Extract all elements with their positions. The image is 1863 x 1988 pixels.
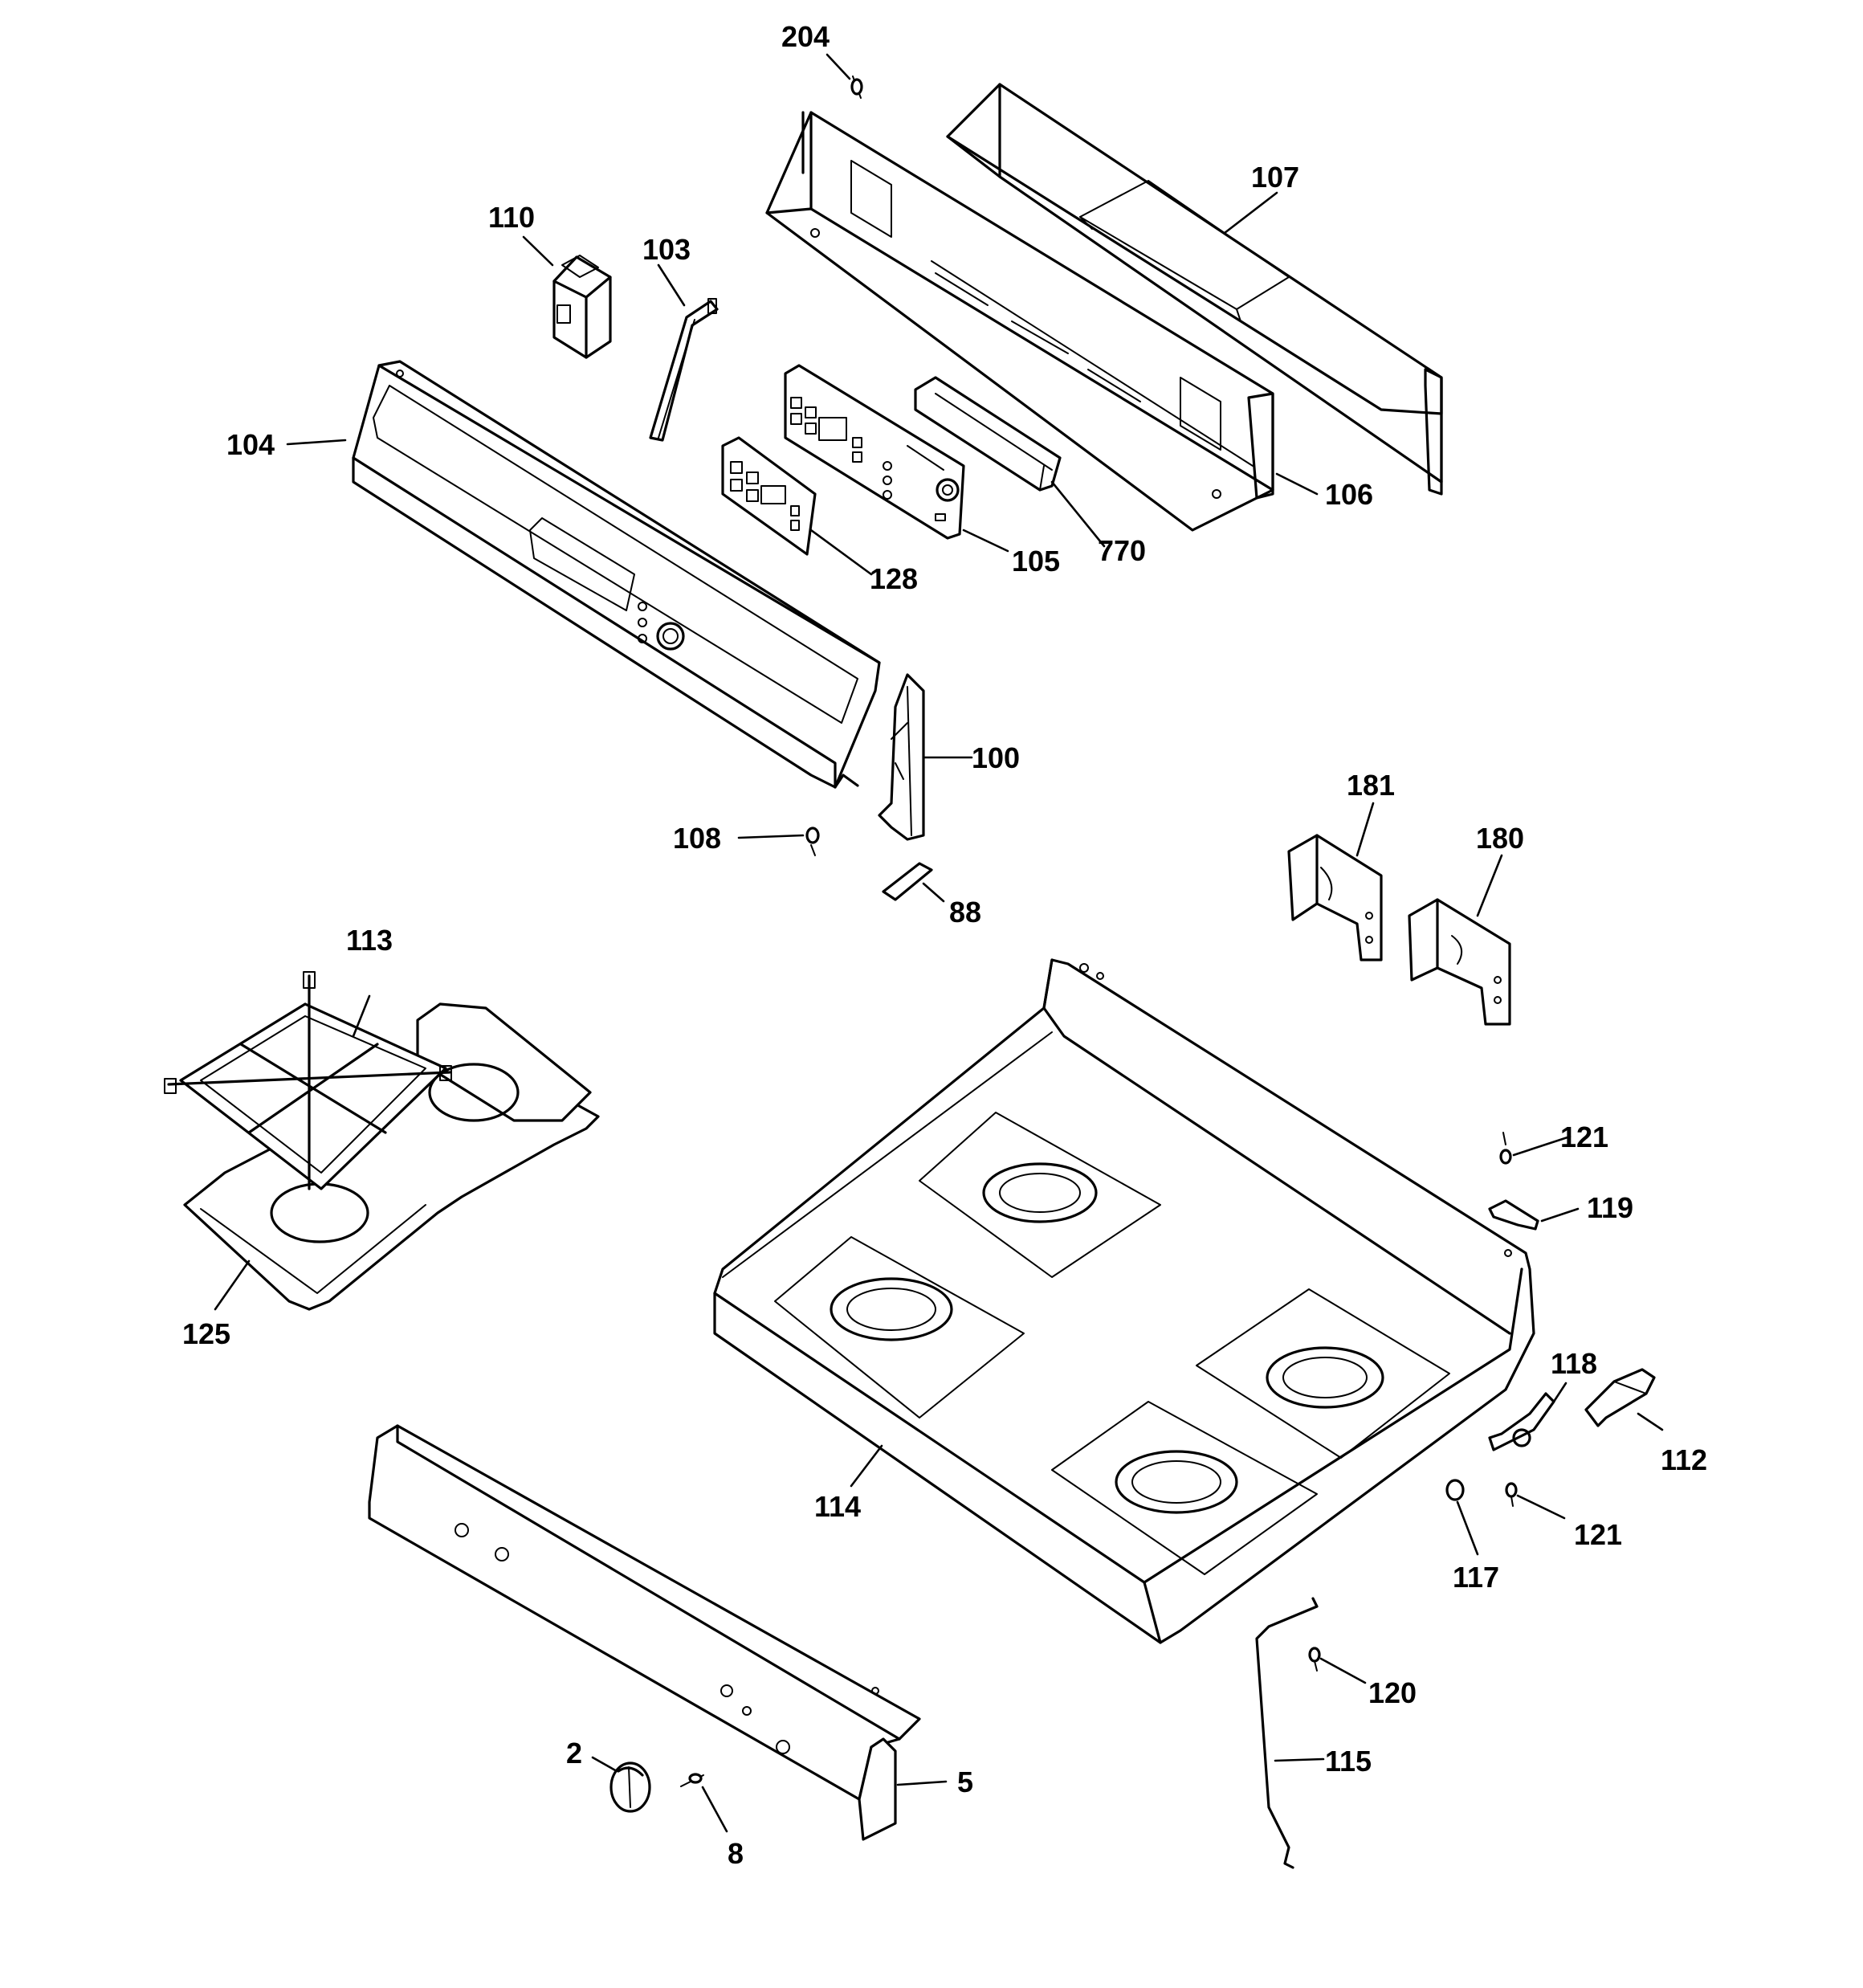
label-119: 119 bbox=[1587, 1191, 1633, 1224]
part-115-support-rod bbox=[1255, 1597, 1319, 1869]
label-104: 104 bbox=[226, 428, 275, 461]
label-112: 112 bbox=[1661, 1443, 1707, 1476]
part-108-screw bbox=[805, 827, 820, 856]
part-100-side-bracket bbox=[878, 673, 925, 841]
label-106: 106 bbox=[1325, 478, 1373, 511]
part-121-screw-top bbox=[1499, 1132, 1512, 1165]
part-114-cooktop bbox=[713, 958, 1535, 1644]
label-2: 2 bbox=[566, 1737, 582, 1770]
part-120-screw bbox=[1308, 1647, 1321, 1672]
part-112-hinge bbox=[1584, 1368, 1656, 1427]
part-119-hinge bbox=[1488, 1199, 1539, 1231]
label-180: 180 bbox=[1476, 822, 1524, 855]
part-110-transformer bbox=[552, 255, 612, 359]
label-8: 8 bbox=[728, 1837, 744, 1870]
label-113: 113 bbox=[346, 924, 393, 957]
label-204: 204 bbox=[781, 20, 830, 53]
label-117: 117 bbox=[1453, 1561, 1499, 1594]
part-107-rear-trim bbox=[946, 83, 1443, 496]
label-108: 108 bbox=[673, 822, 721, 855]
part-103-bracket bbox=[649, 298, 719, 442]
leader-lines bbox=[214, 53, 1664, 1833]
label-121-bottom: 121 bbox=[1574, 1518, 1622, 1551]
part-104-control-panel bbox=[352, 360, 881, 789]
label-105: 105 bbox=[1012, 545, 1060, 578]
label-103: 103 bbox=[642, 233, 691, 266]
part-180-bracket bbox=[1408, 898, 1511, 1026]
label-107: 107 bbox=[1251, 161, 1299, 194]
part-118-bracket bbox=[1488, 1392, 1555, 1451]
label-121-top: 121 bbox=[1560, 1121, 1608, 1153]
label-120: 120 bbox=[1368, 1676, 1417, 1709]
part-113-grate bbox=[164, 971, 452, 1190]
part-5-manifold-panel bbox=[368, 1424, 921, 1841]
part-181-bracket bbox=[1287, 834, 1383, 961]
label-115: 115 bbox=[1325, 1745, 1372, 1778]
part-105-control-board bbox=[784, 364, 965, 540]
label-128: 128 bbox=[870, 562, 918, 595]
part-121-screw-bottom bbox=[1505, 1482, 1518, 1507]
label-110: 110 bbox=[488, 201, 535, 234]
part-128-overlay bbox=[721, 436, 817, 556]
label-125: 125 bbox=[182, 1317, 230, 1350]
part-8-screw bbox=[680, 1773, 704, 1787]
part-88-clip bbox=[882, 862, 933, 901]
label-770: 770 bbox=[1098, 534, 1146, 567]
part-117-grommet bbox=[1445, 1479, 1465, 1501]
part-106-backsplash-frame bbox=[765, 111, 1274, 532]
label-5: 5 bbox=[957, 1766, 973, 1798]
part-770-cover bbox=[914, 376, 1062, 492]
callout-labels: 204 107 110 103 104 106 128 105 770 100 … bbox=[182, 20, 1707, 1870]
part-2-knob bbox=[609, 1761, 651, 1813]
label-181: 181 bbox=[1347, 769, 1395, 802]
label-100: 100 bbox=[972, 741, 1020, 774]
part-204-screw bbox=[850, 76, 863, 99]
label-114: 114 bbox=[814, 1490, 861, 1523]
label-88: 88 bbox=[949, 896, 981, 929]
label-118: 118 bbox=[1551, 1347, 1597, 1380]
